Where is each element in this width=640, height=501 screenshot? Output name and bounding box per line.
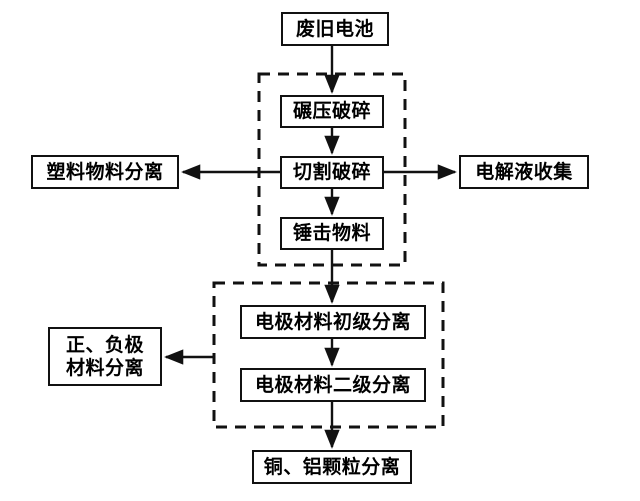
- node-hammer-material[interactable]: 锤击物料: [280, 217, 384, 250]
- node-cut-crush[interactable]: 切割破碎: [280, 156, 384, 189]
- node-hammer-material-label: 锤击物料: [292, 222, 371, 245]
- node-electrolyte-collection-label: 电解液收集: [475, 160, 573, 183]
- node-positive-negative-separation-label: 正、负极 材料分离: [65, 334, 144, 379]
- node-copper-aluminum-separation[interactable]: 铜、铝颗粒分离: [252, 450, 412, 484]
- node-waste-battery[interactable]: 废旧电池: [281, 12, 389, 46]
- node-cut-crush-label: 切割破碎: [292, 161, 371, 184]
- node-electrode-primary-separation-label: 电极材料初级分离: [254, 310, 411, 333]
- node-roll-crush-label: 碾压破碎: [292, 100, 371, 123]
- node-electrode-primary-separation[interactable]: 电极材料初级分离: [240, 305, 426, 339]
- node-electrode-secondary-separation-label: 电极材料二级分离: [254, 373, 411, 396]
- node-plastic-separation-label: 塑料物料分离: [46, 160, 164, 183]
- node-electrolyte-collection[interactable]: 电解液收集: [459, 155, 589, 189]
- node-waste-battery-label: 废旧电池: [295, 17, 374, 40]
- node-plastic-separation[interactable]: 塑料物料分离: [31, 155, 179, 189]
- node-copper-aluminum-separation-label: 铜、铝颗粒分离: [263, 455, 401, 478]
- node-positive-negative-separation[interactable]: 正、负极 材料分离: [48, 327, 162, 386]
- group-separation-stage: [212, 281, 445, 429]
- node-roll-crush[interactable]: 碾压破碎: [280, 95, 384, 128]
- node-electrode-secondary-separation[interactable]: 电极材料二级分离: [240, 368, 426, 402]
